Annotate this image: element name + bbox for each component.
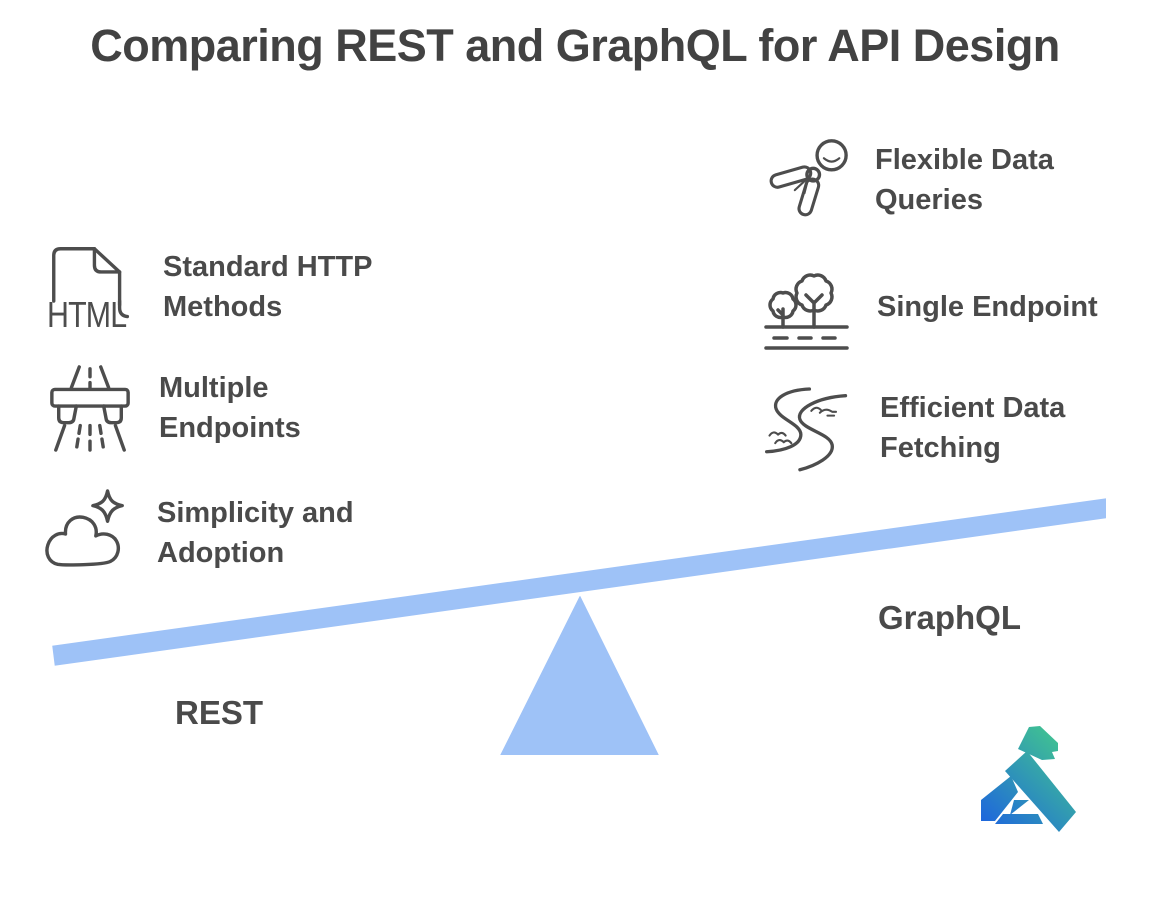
page-title: Comparing REST and GraphQL for API Desig…	[90, 20, 1060, 71]
feature-label: Simplicity and Adoption	[157, 497, 354, 569]
graphql-label: GraphQL	[878, 599, 1022, 636]
html-icon-text: HTML	[47, 295, 126, 333]
feature-multiple-endpoints: Multiple Endpoints	[46, 364, 301, 452]
seesaw-fulcrum-triangle	[495, 589, 664, 759]
feature-single-endpoint: Single Endpoint	[762, 262, 1098, 352]
feature-standard-http-methods: HTML Standard HTTP Methods	[46, 241, 372, 333]
logo-head	[1018, 726, 1058, 760]
flexible-person-icon	[769, 139, 848, 217]
logo-arm	[981, 776, 1018, 821]
logo-foot	[995, 814, 1043, 824]
feature-simplicity-and-adoption: Simplicity and Adoption	[44, 489, 354, 577]
html-file-icon: HTML	[47, 247, 130, 333]
cloud-sparkle-icon	[45, 489, 124, 567]
feature-label: Efficient Data Fetching	[880, 391, 1066, 464]
logo-back	[1005, 751, 1076, 832]
rest-label: REST	[175, 694, 264, 731]
roadside-trees-icon	[764, 273, 849, 350]
highway-icon	[50, 365, 130, 452]
feature-efficient-data-fetching: Efficient Data Fetching	[760, 381, 1065, 474]
feature-flexible-data-queries: Flexible Data Queries	[758, 131, 1054, 228]
gorilla-brand-logo	[981, 726, 1076, 832]
feature-label: Standard HTTP Methods	[163, 251, 373, 323]
feature-label: Multiple Endpoints	[159, 372, 301, 444]
feature-label: Single Endpoint	[877, 291, 1098, 323]
feature-label: Flexible Data Queries	[875, 143, 1054, 216]
logo-knee	[1010, 800, 1029, 815]
seesaw-plank	[48, 494, 1110, 670]
winding-river-icon	[764, 387, 848, 472]
